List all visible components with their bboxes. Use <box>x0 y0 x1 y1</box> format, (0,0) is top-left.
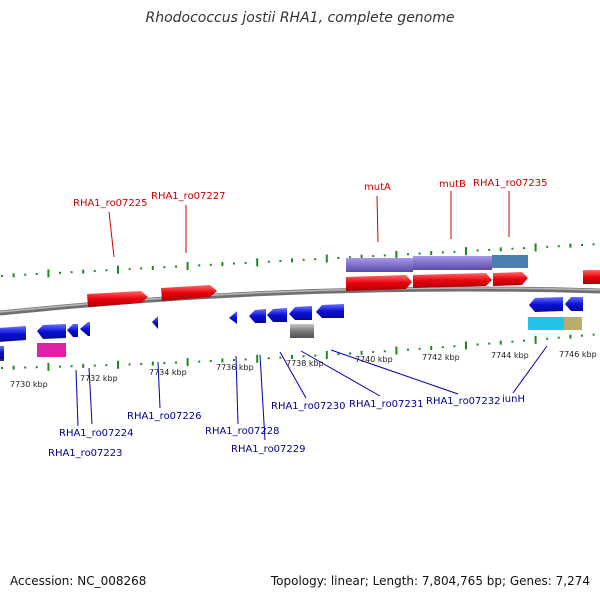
label-ro07223[interactable]: RHA1_ro07223 <box>48 448 123 459</box>
bottom-leader-lines <box>75 345 548 441</box>
scale-label-7734: 7734 kbp <box>149 368 187 377</box>
label-ro07232[interactable]: RHA1_ro07232 <box>426 396 501 407</box>
feature-mutA[interactable] <box>346 258 413 272</box>
gene-ro07232[interactable] <box>316 304 344 318</box>
gene-left-2[interactable] <box>0 346 4 359</box>
label-ro07225[interactable]: RHA1_ro07225 <box>73 198 148 209</box>
top-tick-marks <box>1 243 595 278</box>
gene-iunH-a[interactable] <box>529 297 563 312</box>
scale-label-7732: 7732 kbp <box>80 374 118 383</box>
gene-ro07231[interactable] <box>289 306 312 320</box>
label-ro07235[interactable]: RHA1_ro07235 <box>473 178 548 189</box>
gene-mutA[interactable] <box>346 275 412 291</box>
label-mutA[interactable]: mutA <box>364 182 391 193</box>
reverse-genes <box>0 297 583 359</box>
gene-ro07224[interactable] <box>37 324 66 339</box>
gene-iunH-b[interactable] <box>565 297 583 311</box>
gene-ro07229[interactable] <box>249 309 266 323</box>
feature-mutB[interactable] <box>413 256 492 270</box>
genome-summary-text: Topology: linear; Length: 7,804,765 bp; … <box>270 574 590 588</box>
scale-label-7730: 7730 kbp <box>10 380 48 389</box>
gene-ro07225[interactable] <box>87 291 148 307</box>
scale-label-7742: 7742 kbp <box>422 353 460 362</box>
label-ro07230[interactable]: RHA1_ro07230 <box>271 401 346 412</box>
scale-label-7738: 7738 kbp <box>286 359 324 368</box>
scale-label-7744: 7744 kbp <box>491 351 529 360</box>
gene-ro07227[interactable] <box>161 285 217 301</box>
feature-gray[interactable] <box>290 324 314 338</box>
label-ro07228[interactable]: RHA1_ro07228 <box>205 426 280 437</box>
gene-ro07235[interactable] <box>493 272 528 286</box>
label-ro07226[interactable]: RHA1_ro07226 <box>127 411 202 422</box>
label-ro07231[interactable]: RHA1_ro07231 <box>349 399 424 410</box>
gene-mutB[interactable] <box>413 273 492 288</box>
gene-ro07226[interactable] <box>152 316 158 329</box>
feature-ro07235[interactable] <box>492 255 528 268</box>
scale-label-7746: 7746 kbp <box>559 350 597 359</box>
genome-backbone <box>0 286 600 316</box>
top-leader-lines <box>108 191 510 258</box>
label-ro07227[interactable]: RHA1_ro07227 <box>151 191 226 202</box>
gene-ro07223[interactable] <box>67 324 78 337</box>
feature-iunH-cyan[interactable] <box>528 317 564 330</box>
gene-ro07230[interactable] <box>267 308 287 322</box>
feature-iunH-olive[interactable] <box>564 317 582 330</box>
label-iunH[interactable]: iunH <box>502 394 525 405</box>
genome-title: Rhodococcus jostii RHA1, complete genome <box>145 10 455 26</box>
feature-bars <box>0 255 582 361</box>
gene-ro07228[interactable] <box>229 311 237 324</box>
gene-right-edge[interactable] <box>583 270 600 284</box>
label-ro07229[interactable]: RHA1_ro07229 <box>231 444 306 455</box>
bottom-tick-marks <box>1 333 595 371</box>
scale-labels: 7730 kbp 7732 kbp 7734 kbp 7736 kbp 7738… <box>10 350 597 389</box>
bottom-gene-labels: RHA1_ro07224 RHA1_ro07223 RHA1_ro07226 R… <box>48 394 525 459</box>
top-gene-labels: RHA1_ro07225 RHA1_ro07227 mutA mutB RHA1… <box>73 178 548 209</box>
label-ro07224[interactable]: RHA1_ro07224 <box>59 428 134 439</box>
accession-text: Accession: NC_008268 <box>10 574 147 588</box>
scale-label-7736: 7736 kbp <box>216 363 254 372</box>
gene-left-1[interactable] <box>0 326 26 342</box>
label-mutB[interactable]: mutB <box>439 179 466 190</box>
scale-label-7740: 7740 kbp <box>355 355 393 364</box>
feature-magenta[interactable] <box>37 343 66 357</box>
forward-genes <box>87 270 600 307</box>
gene-ro07223b[interactable] <box>80 322 90 336</box>
